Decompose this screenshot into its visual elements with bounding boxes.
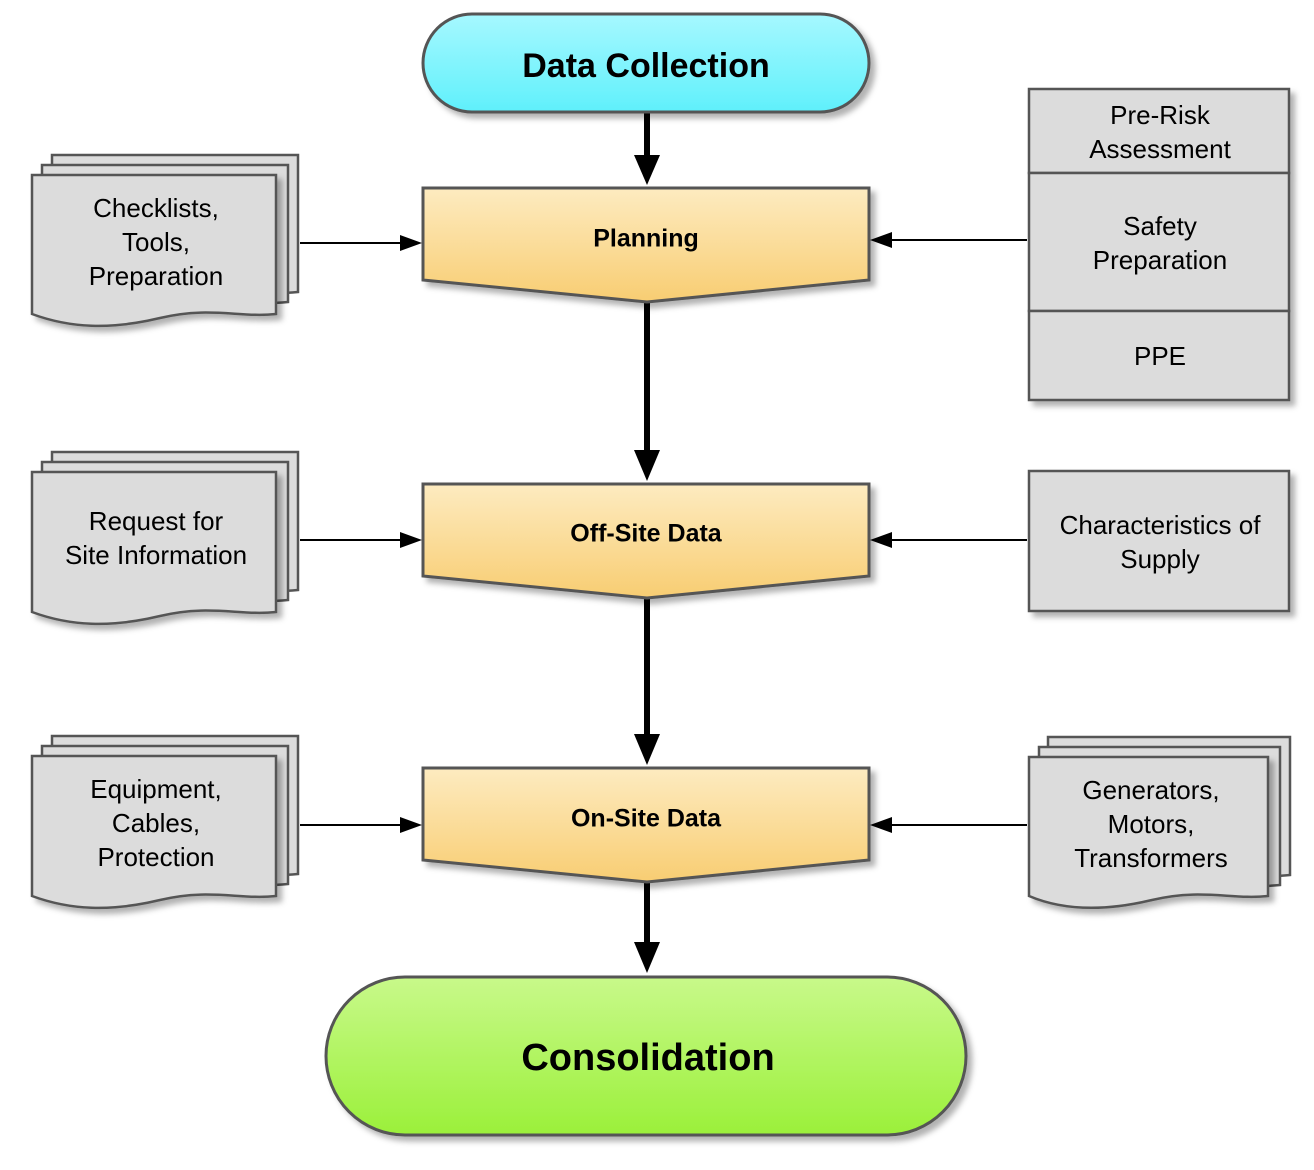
step-planning-shape xyxy=(421,186,871,304)
left-document-1: Checklists, Tools, Preparation xyxy=(30,153,300,328)
step-offsite-shape xyxy=(421,482,871,600)
arrowhead-onsite xyxy=(634,734,660,765)
arrowhead-left-3 xyxy=(400,817,422,833)
end-terminal-shape xyxy=(324,975,968,1137)
left-doc-3-line-3: Protection xyxy=(97,842,214,872)
step-onsite-label: On-Site Data xyxy=(571,805,722,833)
left-doc-3-line-1: Equipment, xyxy=(90,774,222,804)
sidebar-safety-line-2: Preparation xyxy=(1093,245,1227,275)
start-terminal: Data Collection xyxy=(421,12,871,114)
step-onsite: On-Site Data xyxy=(421,766,871,884)
arrowhead-left-2 xyxy=(400,532,422,548)
left-doc-2-line-2: Site Information xyxy=(65,540,247,570)
sidebar-box-pre-risk xyxy=(1027,87,1291,175)
end-terminal: Consolidation xyxy=(324,975,968,1137)
end-label: Consolidation xyxy=(521,1037,774,1079)
left-doc-3-line-2: Cables, xyxy=(112,808,200,838)
arrowhead-left-1 xyxy=(400,235,422,251)
right-document-onsite: Generators, Motors, Transformers xyxy=(1027,735,1292,910)
step-offsite: Off-Site Data xyxy=(421,482,871,600)
step-planning: Planning xyxy=(421,186,871,304)
left-doc-1-line-2: Tools, xyxy=(122,227,190,257)
sidebar-pre-risk-line-2: Assessment xyxy=(1089,134,1231,164)
right-doc-line-2: Motors, xyxy=(1108,809,1195,839)
arrowhead-end xyxy=(634,942,660,973)
doc-stack-front xyxy=(30,173,278,328)
characteristics-line-2: Supply xyxy=(1120,544,1200,574)
doc-stack-front xyxy=(30,470,278,626)
left-doc-1-line-3: Preparation xyxy=(89,261,223,291)
left-document-2: Request for Site Information xyxy=(30,450,300,626)
start-terminal-shape xyxy=(421,12,871,114)
characteristics-box xyxy=(1027,469,1291,613)
step-planning-label: Planning xyxy=(593,225,699,253)
arrowhead-right-1 xyxy=(870,232,892,248)
right-input-arrows xyxy=(870,232,1027,833)
right-doc-line-1: Generators, xyxy=(1082,775,1219,805)
start-label: Data Collection xyxy=(522,47,769,85)
left-doc-1-line-1: Checklists, xyxy=(93,193,219,223)
sidebar-box-safety xyxy=(1027,171,1291,313)
sidebar-pre-risk-line-1: Pre-Risk xyxy=(1110,100,1211,130)
offsite-right-box: Characteristics of Supply xyxy=(1027,469,1291,613)
sidebar-safety-line-1: Safety xyxy=(1123,211,1197,241)
arrowhead-right-2 xyxy=(870,532,892,548)
arrowhead-planning xyxy=(634,155,660,185)
arrowhead-offsite xyxy=(634,450,660,481)
left-doc-2-line-1: Request for xyxy=(89,506,224,536)
doc-stack-front xyxy=(30,754,278,910)
left-document-3: Equipment, Cables, Protection xyxy=(30,734,300,910)
planning-sidebar-labels: Pre-Risk Assessment Safety Preparation P… xyxy=(1089,100,1231,371)
sidebar-ppe-line-1: PPE xyxy=(1134,341,1186,371)
arrowhead-right-3 xyxy=(870,817,892,833)
main-flow-connectors xyxy=(634,112,660,973)
characteristics-line-1: Characteristics of xyxy=(1060,510,1262,540)
right-doc-line-3: Transformers xyxy=(1074,843,1228,873)
step-offsite-label: Off-Site Data xyxy=(570,520,723,548)
planning-sidebar xyxy=(1027,87,1291,402)
step-onsite-shape xyxy=(421,766,871,884)
sidebar-box-ppe xyxy=(1027,309,1291,402)
left-input-arrows xyxy=(300,235,422,833)
doc-stack-front xyxy=(1027,755,1270,910)
